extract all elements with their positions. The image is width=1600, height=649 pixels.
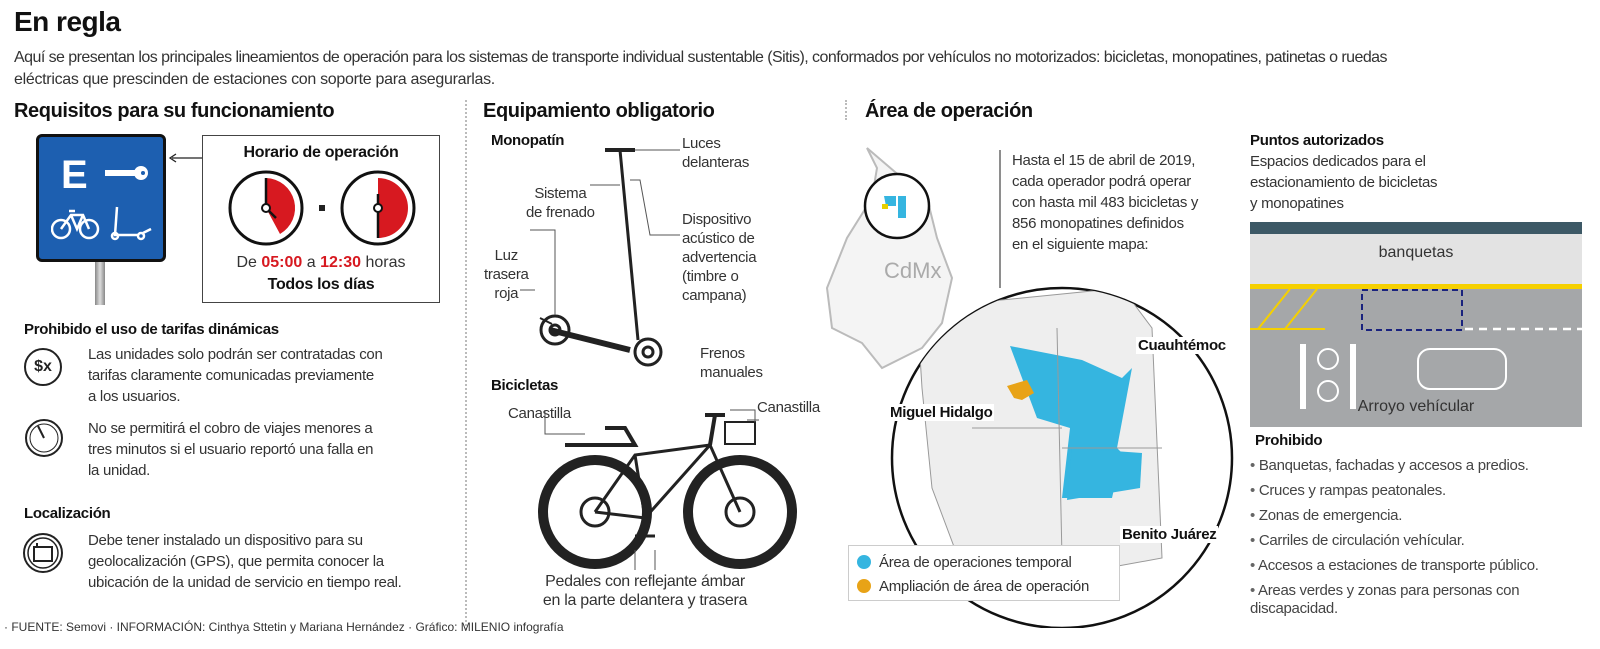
localizacion-text: geolocalización (GPS), que permita conoc… [88, 553, 384, 570]
label-line: acústico de [682, 230, 755, 247]
horario-box: Horario de operación De 05:00 a 12:30 ho… [202, 135, 440, 303]
street-diagram: banquetas Arroyo vehícular [1250, 222, 1582, 427]
sign-letter: E [61, 153, 88, 197]
monopatin-label: Monopatín [491, 132, 565, 149]
label-line: Frenos [700, 345, 745, 362]
section-heading-area: Área de operación [865, 100, 1033, 122]
cuauhtemoc-label: Cuauhtémoc [1136, 337, 1228, 354]
label-line: roja [494, 285, 519, 302]
falla-text: la unidad. [88, 462, 151, 479]
miguel-hidalgo-label: Miguel Hidalgo [888, 404, 995, 421]
canastilla-rear-label: Canastilla [508, 405, 571, 422]
tarifas-text: Las unidades solo podrán ser contratadas… [88, 346, 383, 363]
falla-text: No se permitirá el cobro de viajes menor… [88, 420, 373, 437]
label-line: trasera [484, 266, 529, 283]
intro-line-2: eléctricas que prescinden de estaciones … [14, 71, 495, 88]
label-line: advertencia [682, 249, 757, 266]
area-text: Hasta el 15 de abril de 2019, [1012, 152, 1196, 169]
street-markings [1250, 289, 1582, 409]
puntos-text: Espacios dedicados para el [1250, 153, 1426, 170]
label-line: manuales [700, 364, 763, 381]
localizacion-heading: Localización [24, 505, 111, 522]
label-line: Pedales con reflejante ámbar [545, 573, 745, 590]
scooter-icon [110, 206, 152, 241]
end-time: 12:30 [320, 254, 362, 271]
horario-title: Horario de operación [243, 144, 399, 161]
list-item: Areas verdes y zonas para personas con d… [1250, 582, 1530, 618]
section-heading-equipamiento: Equipamiento obligatorio [483, 100, 715, 122]
intro-line-1: Aquí se presentan los principales lineam… [14, 49, 1388, 66]
label-line: (timbre o [682, 268, 739, 285]
legend-swatch-temporal [857, 555, 871, 569]
area-text: cada operador podrá operar [1012, 173, 1191, 190]
days-label: Todos los días [267, 276, 375, 293]
area-text: con hasta mil 483 bicicletas y [1012, 194, 1199, 211]
divider [845, 100, 847, 120]
label-line: Dispositivo [682, 211, 752, 228]
label-line: campana) [682, 287, 747, 304]
tarifas-heading: Prohibido el uso de tarifas dinámicas [24, 321, 279, 338]
legend-label: Ampliación de área de operación [879, 577, 1090, 595]
start-time: 05:00 [261, 254, 303, 271]
map-legend: Área de operaciones temporal Ampliación … [848, 545, 1120, 601]
parking-sign: E [36, 134, 166, 262]
arroyo-label: Arroyo vehícular [1357, 398, 1475, 415]
divider [465, 100, 467, 630]
gps-device-icon [23, 533, 63, 573]
luz-trasera-label: Luz trasera roja [484, 246, 529, 303]
puntos-text: estacionamiento de bicicletas [1250, 174, 1438, 191]
footer-credits: · FUENTE: Semovi · INFORMACIÓN: Cinthya … [4, 620, 564, 634]
list-item: Carriles de circulación vehícular. [1250, 528, 1590, 553]
benito-juarez-label: Benito Juárez [1120, 526, 1219, 543]
falla-text: tres minutos si el usuario reportó una f… [88, 441, 374, 458]
arrow-icon [168, 153, 202, 163]
dispositivo-label: Dispositivo acústico de advertencia (timbre… [682, 210, 757, 305]
prohibido-heading: Prohibido [1255, 432, 1323, 449]
puntos-text: y monopatines [1250, 195, 1344, 212]
a-label: a [306, 254, 316, 271]
bicicletas-label: Bicicletas [491, 377, 559, 394]
pedales-label: Pedales con reflejante ámbar en la parte … [535, 572, 755, 610]
bicycle-drawing [538, 409, 797, 570]
no-dynamic-price-icon: $x [24, 348, 62, 386]
city-label: CdMx [884, 258, 941, 283]
label-line: Sistema [534, 185, 587, 202]
bicycle-icon [51, 209, 100, 240]
list-item: Cruces y rampas peatonales. [1250, 478, 1590, 503]
label-line: delanteras [682, 154, 750, 171]
localizacion-text: ubicación de la unidad de servicio en ti… [88, 574, 402, 591]
canastilla-front-label: Canastilla [757, 399, 820, 416]
frenos-label: Frenos manuales [700, 344, 763, 382]
key-icon [105, 166, 148, 180]
area-text: 856 monopatines definidos [1012, 215, 1184, 232]
sign-pole [95, 255, 105, 305]
legend-label: Área de operaciones temporal [879, 553, 1072, 571]
label-line: en la parte delantera y trasera [542, 592, 748, 609]
label-line: de frenado [526, 204, 595, 221]
label-line: Luces [682, 135, 721, 152]
de-label: De [236, 254, 257, 271]
freno-label: Sistema de frenado [526, 184, 595, 222]
list-item: Banquetas, fachadas y accesos a predios. [1250, 453, 1590, 478]
scooter-drawing [520, 148, 680, 367]
legend-swatch-ampliacion [857, 579, 871, 593]
localizacion-text: Debe tener instalado un dispositivo para… [88, 532, 363, 549]
label-line: Luz [494, 247, 519, 264]
banquetas-label: banquetas [1378, 244, 1454, 261]
area-text: en el siguiente mapa: [1012, 236, 1149, 253]
section-heading-requisitos: Requisitos para su funcionamiento [14, 100, 335, 122]
tarifas-text: a los usuarios. [88, 388, 181, 405]
prohibido-list: Banquetas, fachadas y accesos a predios.… [1250, 453, 1590, 618]
tarifas-text: tarifas claramente comunicadas previamen… [88, 367, 374, 384]
puntos-heading: Puntos autorizados [1250, 132, 1384, 149]
clock-icons [228, 170, 416, 246]
list-item: Zonas de emergencia. [1250, 503, 1590, 528]
timer-icon [25, 419, 63, 457]
page-title: En regla [14, 6, 121, 37]
list-item: Accesos a estaciones de transporte públi… [1250, 553, 1590, 578]
horas-label: horas [365, 254, 406, 271]
luces-label: Luces delanteras [682, 134, 749, 172]
